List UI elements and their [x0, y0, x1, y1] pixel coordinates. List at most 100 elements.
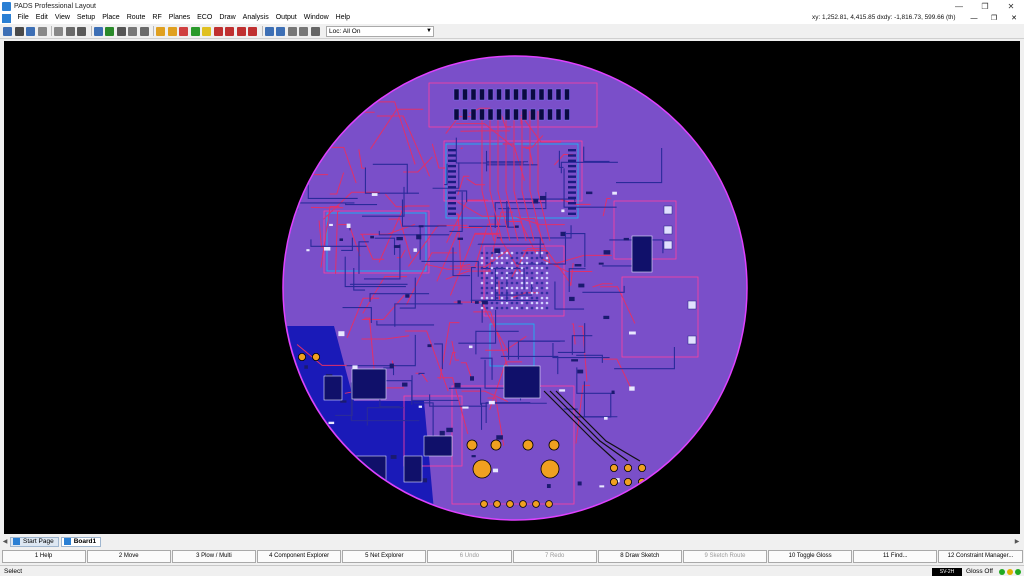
toolbar-separator	[90, 26, 92, 36]
bga-ball	[485, 271, 489, 275]
ic-package	[503, 365, 541, 399]
tab-scroll-left-icon[interactable]: ◀	[2, 539, 8, 545]
smd-component	[571, 359, 579, 362]
bottom-layer-trace	[364, 167, 419, 194]
toolbar-tool-icon[interactable]	[202, 26, 211, 36]
menu-edit[interactable]: Edit	[35, 14, 48, 21]
toolbar-tool-icon[interactable]	[139, 26, 149, 36]
fkey-toggle-gloss[interactable]: 10 Toggle Gloss	[768, 550, 853, 563]
toolbar-tool-icon[interactable]	[65, 26, 75, 36]
toolbar-tool-icon[interactable]	[105, 26, 114, 36]
fkey-constraint-manager[interactable]: 12 Constraint Manager...	[938, 550, 1023, 563]
top-layer-trace	[388, 218, 412, 259]
smd-component	[413, 248, 417, 252]
menu-eco[interactable]: ECO	[197, 14, 213, 21]
bottom-layer-trace	[394, 303, 463, 327]
bga-ball	[530, 306, 534, 310]
fkey-undo[interactable]: 6 Undo	[427, 550, 512, 563]
toolbar-tool-icon[interactable]	[236, 26, 246, 36]
toolbar-tool-icon[interactable]	[264, 26, 274, 36]
smd-component	[559, 389, 566, 392]
tab-board1[interactable]: Board1	[60, 536, 102, 547]
doc-close-icon[interactable]: ✕	[1011, 15, 1017, 22]
doc-restore-icon[interactable]: ❐	[990, 15, 998, 22]
menu-help[interactable]: Help	[335, 14, 351, 21]
top-layer-trace	[529, 111, 543, 242]
toolbar-tool-icon[interactable]	[179, 26, 188, 36]
bottom-layer-trace	[583, 146, 610, 163]
top-layer-trace	[474, 223, 501, 268]
toolbar-tool-icon[interactable]	[116, 26, 126, 36]
tab-start-page[interactable]: Start Page	[10, 536, 59, 547]
menu-analysis[interactable]: Analysis	[242, 14, 269, 21]
fkey-sketch-route[interactable]: 9 Sketch Route	[682, 550, 768, 563]
document-icon[interactable]	[2, 13, 11, 23]
fkey-find[interactable]: 11 Find...	[853, 550, 938, 563]
restore-icon[interactable]: ❐	[981, 1, 989, 11]
toolbar-tool-icon[interactable]	[37, 26, 47, 36]
menu-file[interactable]: File	[17, 14, 29, 21]
toolbar-tool-icon[interactable]	[77, 26, 86, 36]
fkey-net-explorer[interactable]: 5 Net Explorer	[342, 550, 427, 563]
fkey-move[interactable]: 2 Move	[86, 550, 171, 563]
smd-component	[462, 406, 469, 409]
menu-setup[interactable]: Setup	[76, 14, 96, 21]
toolbar-tool-icon[interactable]	[190, 26, 200, 36]
bga-ball	[540, 291, 544, 295]
tab-scroll-right-icon[interactable]: ▶	[1014, 539, 1020, 545]
fkey-draw-sketch[interactable]: 8 Draw Sketch	[597, 550, 682, 563]
toolbar-tool-icon[interactable]	[225, 26, 234, 36]
toolbar-tool-icon[interactable]	[299, 26, 308, 36]
toolbar-tool-icon[interactable]	[128, 26, 137, 36]
toolbar-tool-icon[interactable]	[26, 26, 35, 36]
menu-place[interactable]: Place	[102, 14, 120, 21]
toolbar-tool-icon[interactable]	[276, 26, 285, 36]
close-icon[interactable]: ✕	[1007, 1, 1015, 11]
toolbar-tool-icon[interactable]	[156, 26, 165, 36]
fkey-redo[interactable]: 7 Redo	[512, 550, 597, 563]
menu-planes[interactable]: Planes	[168, 14, 191, 21]
menu-rf[interactable]: RF	[152, 14, 162, 21]
fkey-component-explorer[interactable]: 4 Component Explorer	[257, 550, 342, 563]
fkey-plow-multi[interactable]: 3 Plow / Multi	[171, 550, 257, 563]
toolbar-tool-icon[interactable]	[213, 26, 223, 36]
minimize-icon[interactable]: —	[955, 1, 963, 11]
toolbar-tool-icon[interactable]	[54, 26, 63, 36]
toolbar-tool-icon[interactable]	[93, 26, 103, 36]
toolbar-tool-icon[interactable]	[167, 26, 177, 36]
bga-ball	[500, 286, 504, 290]
connector-pad	[470, 108, 477, 121]
doc-minimize-icon[interactable]: —	[970, 14, 978, 22]
bottom-layer-trace	[552, 343, 610, 359]
layer-select[interactable]: Loc: All On ▼	[326, 25, 434, 37]
fkey-help[interactable]: 1 Help	[1, 550, 86, 563]
bga-ball	[485, 306, 489, 310]
bottom-layer-trace	[358, 241, 369, 274]
menu-window[interactable]: Window	[303, 14, 329, 21]
menu-draw[interactable]: Draw	[219, 14, 236, 21]
menu-view[interactable]: View	[54, 14, 70, 21]
bottom-layer-trace	[372, 163, 408, 194]
bga-ball	[545, 291, 549, 295]
top-layer-trace	[487, 397, 505, 446]
smd-component	[611, 390, 615, 394]
menu-output[interactable]: Output	[275, 14, 297, 21]
toolbar-tool-icon[interactable]	[287, 26, 297, 36]
smd-component	[561, 209, 565, 213]
top-layer-trace	[571, 323, 576, 345]
connector-pin	[519, 500, 527, 508]
gloss-status: Gloss Off	[966, 568, 993, 575]
toolbar-tool-icon[interactable]	[248, 26, 257, 36]
bga-ball	[480, 291, 484, 295]
smd-pad	[687, 335, 697, 345]
bga-ball	[535, 301, 539, 305]
bga-ball	[500, 276, 504, 280]
toolbar-tool-icon[interactable]	[14, 26, 24, 36]
bottom-layer-trace	[558, 150, 564, 168]
connector-pad	[530, 88, 536, 101]
menu-route[interactable]: Route	[126, 14, 146, 21]
toolbar-tool-icon[interactable]	[3, 26, 12, 36]
pcb-canvas[interactable]	[4, 41, 1020, 534]
toolbar-tool-icon[interactable]	[310, 26, 320, 36]
bga-ball	[515, 251, 519, 255]
